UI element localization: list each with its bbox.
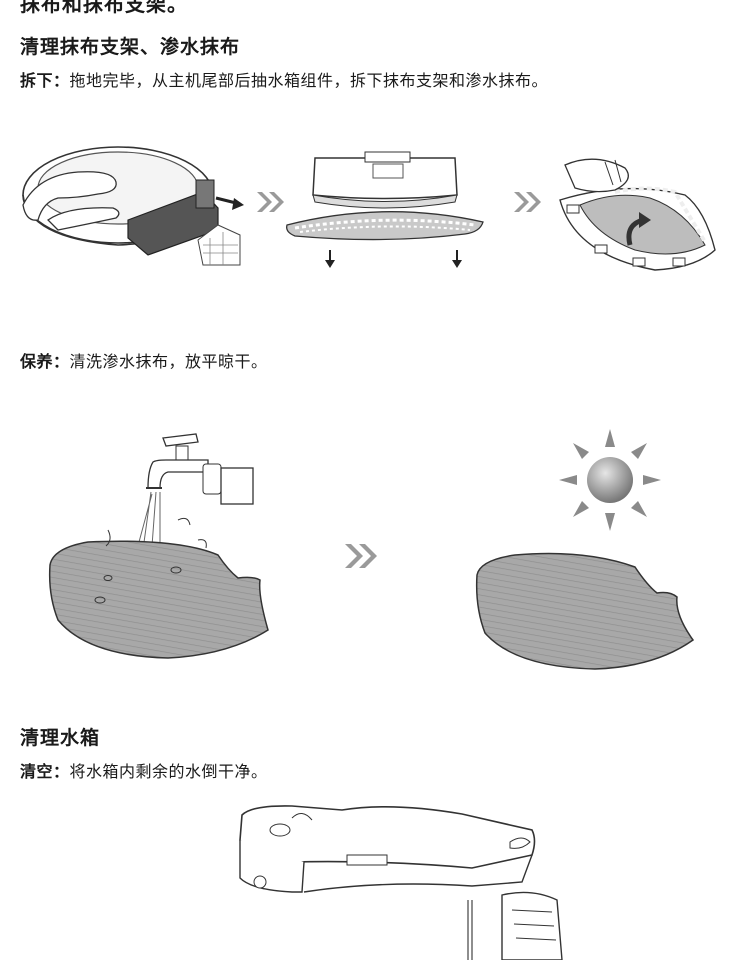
cut-off-heading: 抹布和抹布支架。 [20, 0, 188, 16]
down-arrow-icon [325, 250, 335, 268]
double-chevron-icon [257, 192, 284, 212]
step-label-maintain: 保养： [20, 352, 70, 371]
step-text-remove: 拖地完毕，从主机尾部后抽水箱组件，拆下抹布支架和渗水抹布。 [69, 71, 549, 90]
section-title-clean-mop-bracket: 清理抹布支架、渗水抹布 [20, 36, 241, 58]
step-label-remove: 拆下： [20, 71, 70, 90]
sun-icon [559, 429, 661, 531]
peel-mop-cloth-illustration [559, 158, 716, 271]
step-maintain: 保养：清洗渗水抹布，放平晾干。 [20, 348, 268, 372]
down-arrow-icon [452, 250, 462, 268]
step-remove: 拆下：拖地完毕，从主机尾部后抽水箱组件，拆下抹布支架和渗水抹布。 [20, 67, 548, 91]
step-text-empty: 将水箱内剩余的水倒干净。 [69, 762, 268, 781]
robot-tank-removal-illustration [22, 146, 244, 266]
double-chevron-icon [514, 192, 541, 212]
section-title-clean-tank: 清理水箱 [20, 727, 101, 749]
empty-water-tank-illustration [239, 805, 563, 960]
water-drop-icon [94, 517, 207, 604]
wash-mop-cloth-illustration [48, 433, 269, 659]
curved-arrow-icon [626, 212, 651, 246]
tank-and-bracket-illustration [286, 151, 484, 268]
dry-mop-cloth-illustration [475, 552, 695, 670]
double-chevron-icon [345, 544, 377, 568]
step-text-maintain: 清洗渗水抹布，放平晾干。 [69, 352, 268, 371]
step-label-empty: 清空： [20, 762, 70, 781]
faucet-icon [146, 433, 254, 505]
step-empty: 清空：将水箱内剩余的水倒干净。 [20, 758, 268, 782]
